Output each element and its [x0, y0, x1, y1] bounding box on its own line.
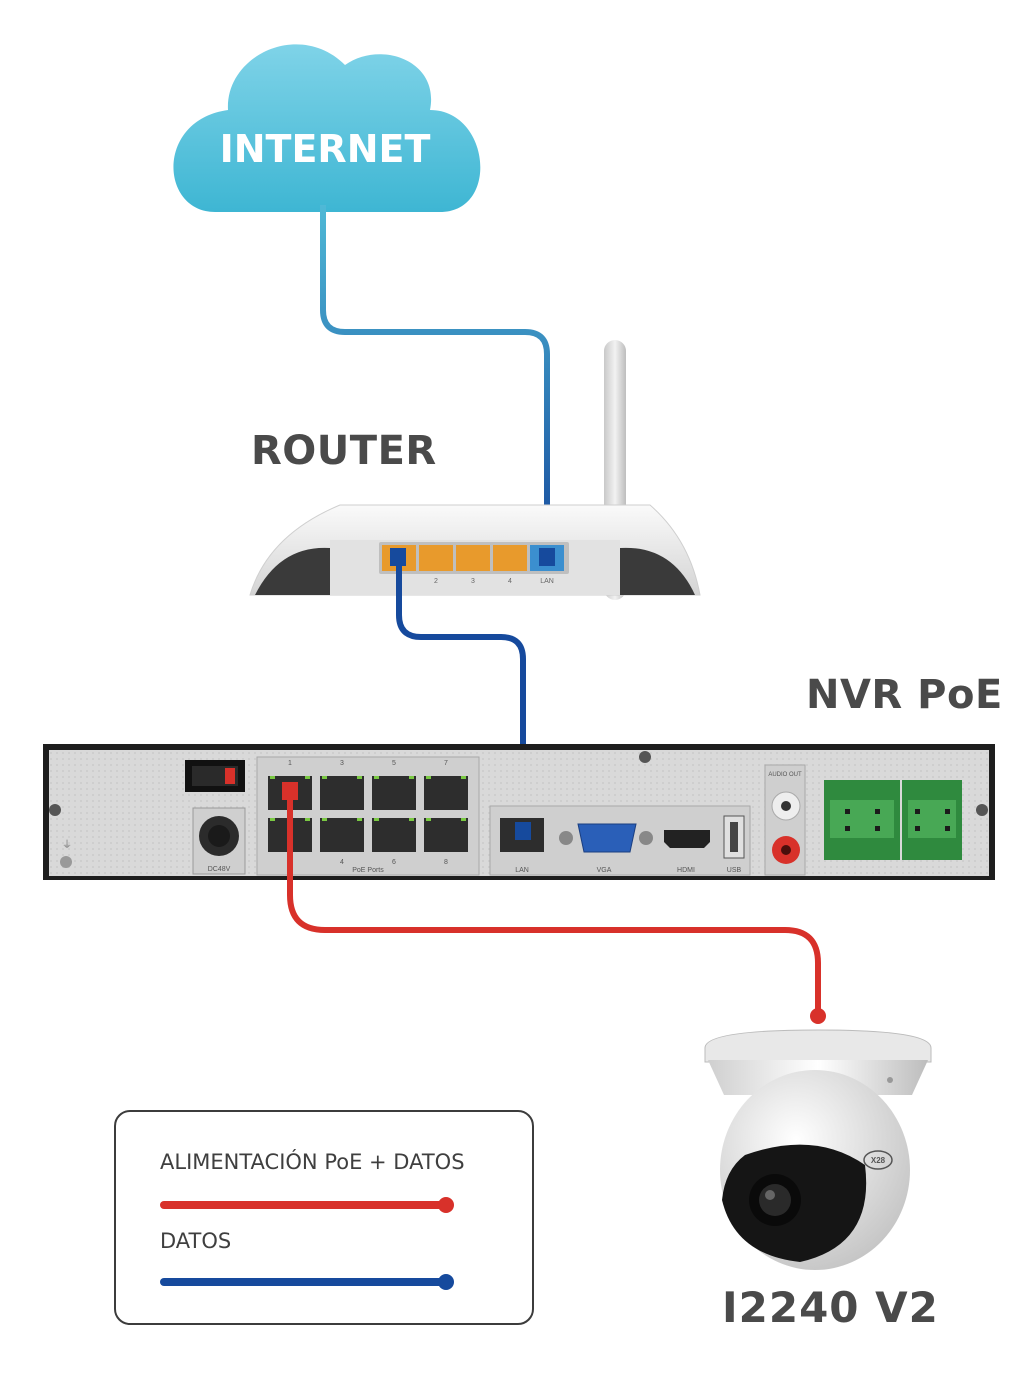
nvr-power-switch — [185, 760, 245, 792]
nvr: DC48V ⏚ 1 3 5 7 4 6 — [43, 744, 995, 880]
nvr-power-label: DC48V — [208, 866, 231, 873]
poe-port-4 — [320, 818, 364, 852]
nvr-lan-label: LAN — [515, 867, 529, 874]
legend-label-poe: ALIMENTACIÓN PoE + DATOS — [160, 1150, 465, 1174]
router-nvr-cable — [396, 558, 526, 832]
router-port-number-3: 3 — [471, 578, 475, 585]
nvr-title: NVR PoE — [806, 672, 1003, 718]
poe-port-5 — [372, 776, 416, 810]
poe-port-number-1: 1 — [288, 760, 292, 767]
camera: X28 — [704, 1029, 932, 1270]
poe-port-6 — [372, 818, 416, 852]
router-wan-plug — [539, 548, 555, 566]
internet-cable — [320, 205, 550, 556]
router: 2 3 4 LAN — [249, 340, 701, 600]
router-lan-ports — [382, 545, 564, 571]
poe-port-3 — [320, 776, 364, 810]
internet-label: INTERNET — [220, 127, 431, 171]
nvr-audio-label: AUDIO OUT — [768, 772, 802, 778]
ground-icon: ⏚ — [62, 839, 72, 851]
nvr-alarm-terminals — [824, 780, 962, 860]
legend: ALIMENTACIÓN PoE + DATOS DATOS — [114, 1110, 534, 1325]
legend-dot-poe — [438, 1197, 454, 1213]
poe-port-number-7: 7 — [444, 760, 448, 767]
router-port-2 — [419, 545, 453, 571]
ground-screw — [60, 856, 72, 868]
nvr-hdmi-port — [664, 830, 710, 848]
nvr-vga-label: VGA — [597, 867, 612, 874]
nvr-power-jack: DC48V — [192, 807, 246, 875]
legend-dot-data — [438, 1274, 454, 1290]
nvr-lan-plug — [515, 822, 531, 840]
nvr-usb-label: USB — [727, 867, 742, 874]
poe-ports-label: PoE Ports — [352, 867, 384, 874]
router-port-4 — [493, 545, 527, 571]
poe-port-7 — [424, 776, 468, 810]
router-wan-label: LAN — [540, 578, 554, 585]
nvr-vga-port — [559, 823, 653, 853]
poe-port-number-5: 5 — [392, 760, 396, 767]
poe-port-number-3: 3 — [340, 760, 344, 767]
legend-label-data: DATOS — [160, 1229, 232, 1253]
router-port-number-4: 4 — [508, 578, 512, 585]
poe-port-number-6: 6 — [392, 859, 396, 866]
camera-brand-logo — [863, 1150, 893, 1170]
camera-brand: X28 — [871, 1156, 886, 1165]
poe-port-8 — [424, 818, 468, 852]
poe-cable-end — [810, 1008, 826, 1024]
router-port-number-2: 2 — [434, 578, 438, 585]
router-title: ROUTER — [251, 428, 437, 474]
router-port-3 — [456, 545, 490, 571]
internet-cloud: INTERNET — [173, 44, 481, 212]
nvr-hdmi-label: HDMI — [677, 867, 695, 874]
poe-port-number-4: 4 — [340, 859, 344, 866]
legend-line-poe — [160, 1197, 454, 1213]
legend-line-data — [160, 1274, 454, 1290]
poe-port-number-8: 8 — [444, 859, 448, 866]
poe-cable — [287, 790, 821, 1016]
camera-title: I2240 V2 — [722, 1283, 939, 1332]
